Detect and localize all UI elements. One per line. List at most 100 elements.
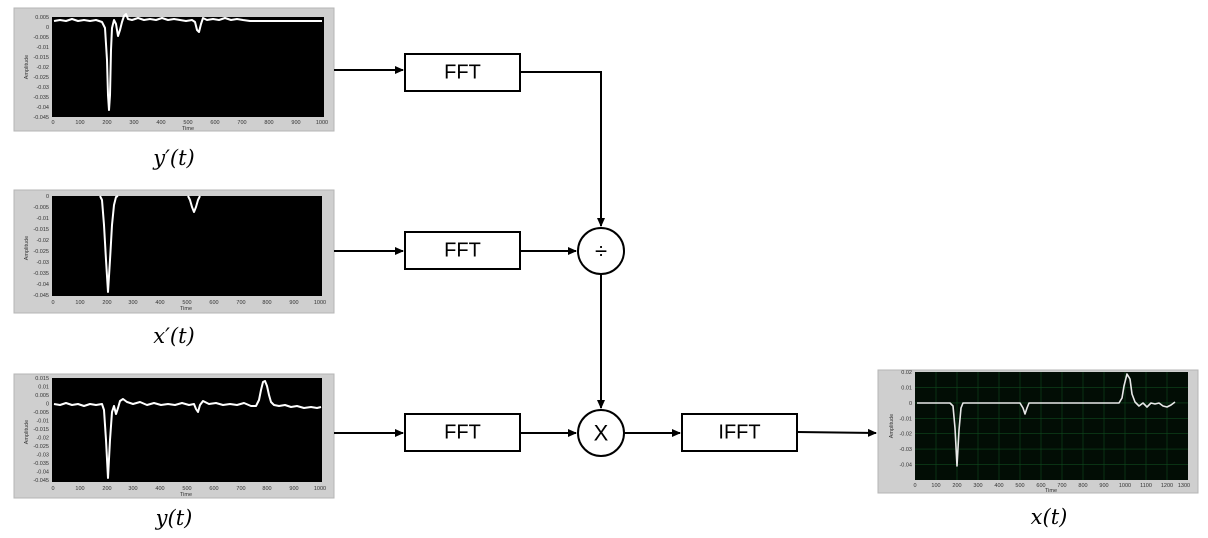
y-tick: -0.02 xyxy=(36,436,49,442)
y-tick: -0.01 xyxy=(36,45,49,51)
x-tick: 400 xyxy=(155,486,164,492)
x-tick: 1000 xyxy=(1119,483,1131,489)
ifft-block: IFFT xyxy=(681,413,798,452)
plot-area xyxy=(52,378,322,482)
plot-area xyxy=(52,17,324,117)
fft-block-3: FFT xyxy=(404,413,521,452)
arrow-ifft-to-output xyxy=(796,428,877,437)
x-tick: 300 xyxy=(128,300,137,306)
y-tick: -0.01 xyxy=(36,419,49,425)
x-tick: 800 xyxy=(262,300,271,306)
x-tick: 600 xyxy=(209,486,218,492)
y-tick: -0.045 xyxy=(33,478,49,484)
y-tick: -0.03 xyxy=(36,453,49,459)
y-tick: -0.01 xyxy=(899,416,912,422)
y-tick: -0.025 xyxy=(33,75,49,81)
y-tick: -0.01 xyxy=(36,216,49,222)
arrow-fft1-to-divide xyxy=(520,71,605,227)
x-tick: 200 xyxy=(952,483,961,489)
x-tick: 800 xyxy=(1078,483,1087,489)
y-axis-label: Amplitude xyxy=(24,236,30,260)
y-tick: -0.03 xyxy=(36,85,49,91)
plot-area xyxy=(915,372,1188,480)
y-tick: -0.03 xyxy=(36,260,49,266)
y-tick: 0 xyxy=(46,25,49,31)
x-tick: 100 xyxy=(75,486,84,492)
x-tick: 300 xyxy=(973,483,982,489)
y-tick: -0.015 xyxy=(33,55,49,61)
y-axis-label: Amplitude xyxy=(889,414,895,438)
x-tick: 1300 xyxy=(1178,483,1190,489)
plot-x: Amplitude Time 0.02 0.01 0 -0.01 -0.02 -… xyxy=(877,369,1199,494)
x-axis-label: Time xyxy=(180,306,192,312)
caption-x-prime: x′(t) xyxy=(153,324,194,348)
x-tick: 500 xyxy=(182,486,191,492)
x-tick: 700 xyxy=(236,486,245,492)
x-tick-labels: 0 100 200 300 400 500 600 700 800 900 10… xyxy=(51,486,326,492)
y-tick: 0.005 xyxy=(35,393,49,399)
x-tick: 100 xyxy=(75,300,84,306)
y-tick: -0.015 xyxy=(33,227,49,233)
x-tick: 0 xyxy=(51,300,54,306)
x-tick: 300 xyxy=(129,120,138,126)
x-tick: 300 xyxy=(128,486,137,492)
x-tick: 600 xyxy=(209,300,218,306)
y-tick-labels: 0.005 0 -0.005 -0.01 -0.015 -0.02 -0.025… xyxy=(33,15,49,121)
x-tick: 200 xyxy=(102,486,111,492)
plot-area xyxy=(52,196,322,296)
x-tick: 100 xyxy=(931,483,940,489)
y-tick: -0.02 xyxy=(899,432,912,438)
fft-label: FFT xyxy=(444,422,481,444)
y-tick: -0.035 xyxy=(33,271,49,277)
x-tick: 700 xyxy=(236,300,245,306)
y-tick: 0.015 xyxy=(35,376,49,382)
x-tick: 900 xyxy=(289,486,298,492)
x-tick: 200 xyxy=(102,300,111,306)
y-tick: 0 xyxy=(46,402,49,408)
y-tick: -0.04 xyxy=(899,463,912,469)
x-tick: 800 xyxy=(262,486,271,492)
y-tick: 0.01 xyxy=(901,385,912,391)
y-tick-labels: 0 -0.005 -0.01 -0.015 -0.02 -0.025 -0.03… xyxy=(33,194,49,299)
y-tick: 0 xyxy=(909,401,912,407)
x-tick: 0 xyxy=(51,120,54,126)
y-tick: 0.01 xyxy=(38,385,49,391)
y-tick: -0.02 xyxy=(36,65,49,71)
x-tick: 1000 xyxy=(314,300,326,306)
y-tick: -0.035 xyxy=(33,95,49,101)
x-tick: 500 xyxy=(182,300,191,306)
caption-x: x(t) xyxy=(1031,505,1068,529)
divide-symbol: ÷ xyxy=(595,239,607,264)
ifft-label: IFFT xyxy=(718,422,760,444)
x-tick: 900 xyxy=(291,120,300,126)
caption-y-prime: y′(t) xyxy=(152,146,194,170)
y-tick: -0.025 xyxy=(33,444,49,450)
y-tick: -0.005 xyxy=(33,35,49,41)
waveform xyxy=(53,13,322,111)
x-axis-label: Time xyxy=(1045,488,1057,494)
x-tick: 1000 xyxy=(314,486,326,492)
fft-block-1: FFT xyxy=(404,53,521,92)
x-tick-labels: 0 100 200 300 400 500 600 700 800 900 10… xyxy=(913,483,1190,489)
y-tick-labels: 0.02 0.01 0 -0.01 -0.02 -0.03 -0.04 xyxy=(899,370,912,469)
y-tick: -0.04 xyxy=(36,105,49,111)
x-tick: 500 xyxy=(1015,483,1024,489)
multiply-operator: X xyxy=(577,409,625,457)
y-axis-label: Amplitude xyxy=(24,55,30,79)
y-tick: -0.045 xyxy=(33,293,49,299)
multiply-symbol: X xyxy=(594,421,609,446)
x-tick: 0 xyxy=(51,486,54,492)
y-tick-labels: 0.015 0.01 0.005 0 -0.005 -0.01 -0.015 -… xyxy=(33,376,49,484)
y-tick: -0.02 xyxy=(36,238,49,244)
divide-operator: ÷ xyxy=(577,227,625,275)
x-tick: 600 xyxy=(1036,483,1045,489)
x-tick: 200 xyxy=(102,120,111,126)
x-axis-label: Time xyxy=(182,126,194,132)
y-tick: -0.04 xyxy=(36,470,49,476)
waveform xyxy=(53,380,322,479)
x-tick-labels: 0 100 200 300 400 500 600 700 800 900 10… xyxy=(51,120,328,126)
x-tick: 0 xyxy=(913,483,916,489)
x-tick: 1100 xyxy=(1140,483,1152,489)
connectors xyxy=(334,66,877,437)
